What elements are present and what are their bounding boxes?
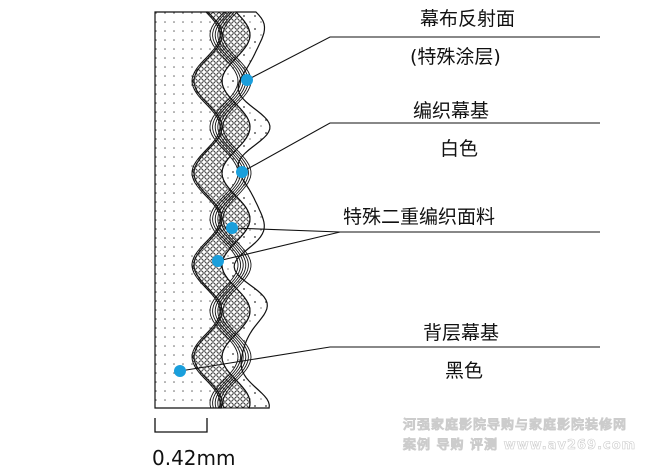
coating-layer <box>221 11 271 409</box>
label-special-coating: (特殊涂层) <box>410 46 501 68</box>
watermark-line2: 案例 导购 评测 www.av269.com <box>403 438 637 454</box>
watermark-line1: 河强家庭影院导购与家庭影院装修网 <box>403 418 628 434</box>
marker-dot-double-woven-1 <box>226 222 238 234</box>
marker-dot-double-woven-2 <box>212 255 224 267</box>
leader-line-double-woven-2 <box>217 231 341 262</box>
marker-dot-reflective <box>241 74 253 86</box>
markers <box>174 74 253 377</box>
leader-lines <box>179 36 600 372</box>
leader-line-backing <box>179 346 600 372</box>
leader-line-reflective <box>246 36 600 81</box>
scale-bracket <box>154 418 208 433</box>
label-woven-base: 编织幕基 <box>413 100 490 122</box>
scale-label: 0.42mm <box>152 446 236 470</box>
marker-dot-woven-base <box>236 166 248 178</box>
label-double-woven-fabric: 特殊二重编织面料 <box>343 206 496 228</box>
marker-dot-backing <box>174 365 186 377</box>
label-backing-base: 背层幕基 <box>423 322 500 344</box>
label-reflective-surface: 幕布反射面 <box>420 8 516 30</box>
label-white: 白色 <box>440 138 479 160</box>
leader-line-woven-base <box>241 122 600 173</box>
label-black: 黑色 <box>445 360 484 382</box>
